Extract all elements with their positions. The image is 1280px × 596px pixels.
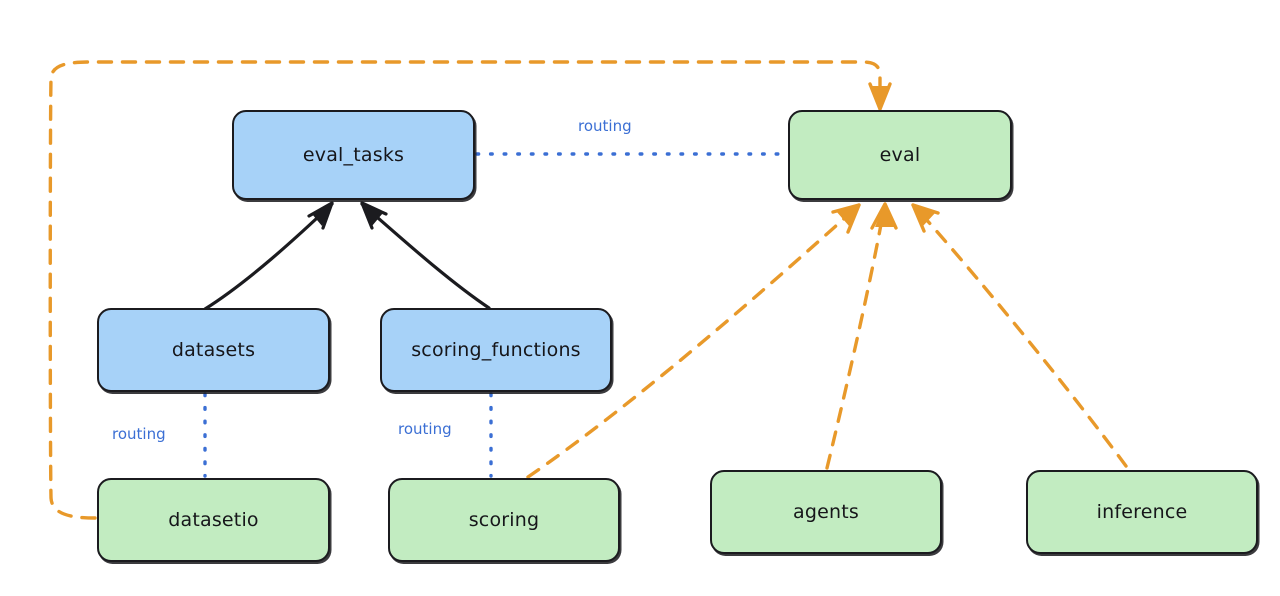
node-label: eval_tasks	[302, 144, 405, 166]
node-eval[interactable]: eval	[788, 110, 1012, 200]
node-label: scoring_functions	[411, 339, 581, 361]
node-scoring-functions[interactable]: scoring_functions	[380, 308, 612, 392]
node-label: datasetio	[168, 509, 259, 531]
edge-inference-to-eval	[911, 203, 1128, 468]
edge-label-routing-datasets-datasetio: routing	[112, 425, 166, 443]
edge-label-routing-eval-tasks-eval: routing	[578, 117, 632, 135]
node-inference[interactable]: inference	[1026, 470, 1258, 554]
node-label: scoring	[468, 509, 540, 531]
edge-agents-to-eval	[825, 202, 898, 470]
node-scoring[interactable]: scoring	[388, 478, 620, 562]
node-eval-tasks[interactable]: eval_tasks	[232, 110, 475, 200]
node-label: agents	[793, 501, 859, 523]
edge-label-routing-scoring-functions-scoring: routing	[398, 420, 452, 438]
node-label: eval	[879, 144, 921, 166]
node-agents[interactable]: agents	[710, 470, 942, 554]
node-datasets[interactable]: datasets	[97, 308, 330, 392]
node-label: inference	[1096, 501, 1188, 523]
node-datasetio[interactable]: datasetio	[97, 478, 330, 562]
node-label: datasets	[171, 339, 256, 361]
edge-scoring-functions-to-eval-tasks	[360, 201, 491, 310]
edge-datasets-to-eval-tasks	[203, 201, 334, 311]
